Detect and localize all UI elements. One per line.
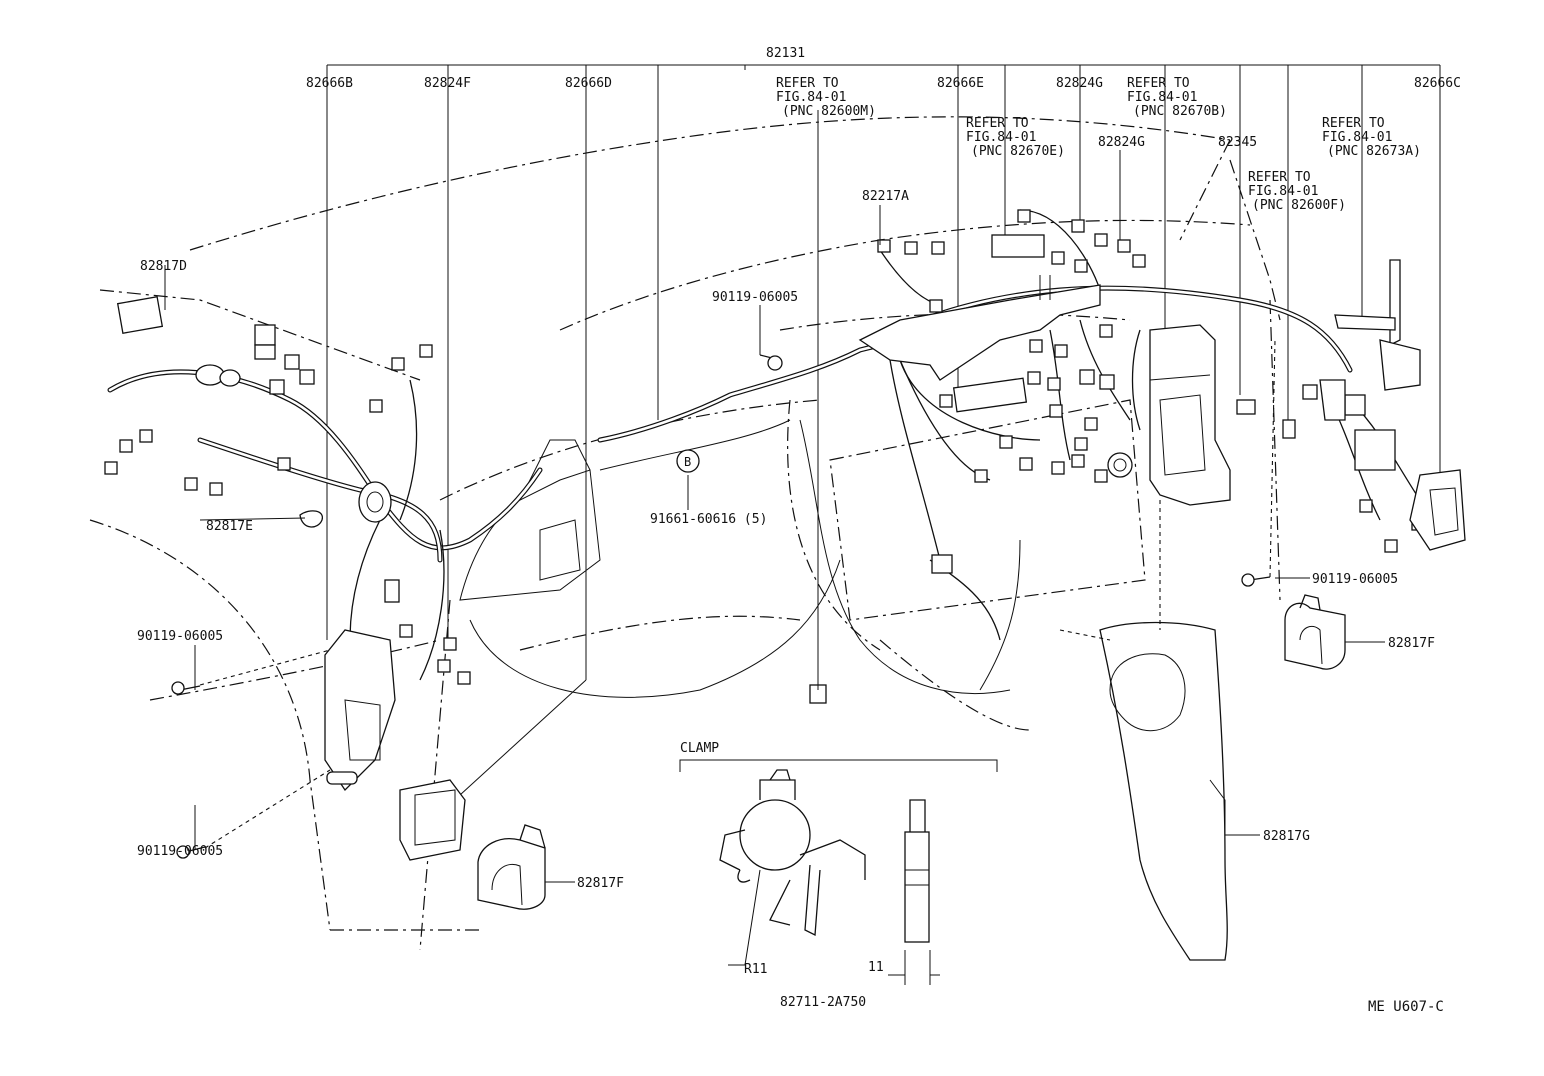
label-82666e: 82666E (937, 76, 984, 91)
label-bolt-right: 90119-06005 (1312, 572, 1398, 587)
diagram-code: ME U607-C (1368, 999, 1444, 1015)
refer-e-line1: REFER TO (966, 116, 1029, 131)
label-bolt-dash: 90119-06005 (712, 290, 798, 305)
label-82817f-left: 82817F (577, 876, 624, 891)
label-82817g: 82817G (1263, 829, 1310, 844)
right-relay-cluster (1319, 259, 1466, 551)
refer-m-line2: FIG.84-01 (776, 90, 846, 105)
junction-block (1107, 324, 1231, 506)
refer-a-line2: FIG.84-01 (1322, 130, 1392, 145)
knee-pad-panel (1059, 500, 1228, 961)
label-82666b: 82666B (306, 76, 353, 91)
marker-b-letter: B (684, 455, 691, 469)
label-82817d: 82817D (140, 259, 187, 274)
label-82345: 82345 (1218, 135, 1257, 150)
refer-m-line3: (PNC 82600M) (782, 104, 876, 119)
refer-a-line3: (PNC 82673A) (1327, 144, 1421, 159)
refer-a-line1: REFER TO (1322, 116, 1385, 131)
refer-f-line3: (PNC 82600F) (1252, 198, 1346, 213)
leader-lines (164, 205, 1385, 883)
clamp-title: CLAMP (680, 741, 719, 756)
harness-connectors (104, 209, 1425, 704)
label-82666d: 82666D (565, 76, 612, 91)
refer-b-line2: FIG.84-01 (1127, 90, 1197, 105)
clamp-part-number: 82711-2A750 (780, 995, 866, 1010)
label-bolt-left-upper: 90119-06005 (137, 629, 223, 644)
refer-b-line3: (PNC 82670B) (1133, 104, 1227, 119)
refer-f-line1: REFER TO (1248, 170, 1311, 185)
label-82824g-top: 82824G (1056, 76, 1103, 91)
label-82217a: 82217A (862, 189, 909, 204)
dash-reinforcement (858, 275, 1101, 381)
clamp-radius: R11 (744, 962, 767, 977)
clamp-detail (679, 759, 998, 985)
label-82666c: 82666C (1414, 76, 1461, 91)
refer-m-line1: REFER TO (776, 76, 839, 91)
label-clip-91661: 91661-60616 (5) (650, 512, 767, 527)
clamp-width: 11 (868, 960, 884, 975)
label-82824f: 82824F (424, 76, 471, 91)
part-labels: 82131 82666B 82824F 82666D REFER TO FIG.… (137, 46, 1461, 1015)
label-82817f-right: 82817F (1388, 636, 1435, 651)
label-bolt-left-lower: 90119-06005 (137, 844, 223, 859)
marker-b-circle (676, 449, 700, 473)
refer-f-line2: FIG.84-01 (1248, 184, 1318, 199)
dashboard-structure (459, 419, 1021, 698)
label-82817e: 82817E (206, 519, 253, 534)
bolts (171, 339, 1276, 859)
refer-e-line2: FIG.84-01 (966, 130, 1036, 145)
label-82131: 82131 (766, 46, 805, 61)
label-82824g-mid: 82824G (1098, 135, 1145, 150)
left-components (195, 364, 466, 861)
refer-b-line1: REFER TO (1127, 76, 1190, 91)
refer-e-line3: (PNC 82670E) (971, 144, 1065, 159)
main-harness-wires (107, 209, 1421, 681)
small-clips (477, 594, 1346, 910)
